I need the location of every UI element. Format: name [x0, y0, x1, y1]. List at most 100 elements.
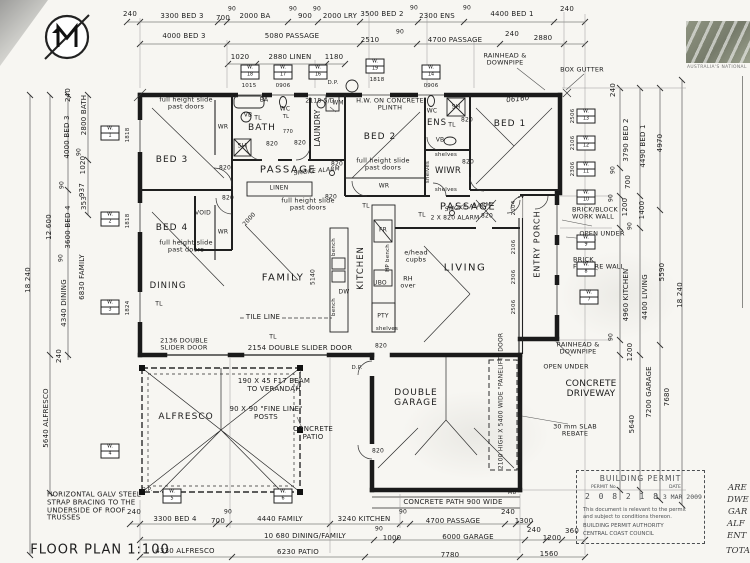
window-size: 1818 [124, 127, 131, 143]
window-prefix: W. [583, 162, 589, 168]
dim: 1200 [626, 342, 635, 362]
title-block-edge [742, 76, 743, 308]
door-size: 820 [460, 116, 474, 124]
window-size: 1824 [124, 300, 131, 316]
window-tag: W.4 [100, 443, 120, 459]
window-tag: W.5 [162, 488, 182, 504]
door-size: 820 [374, 342, 388, 350]
dim: 90 [409, 4, 419, 12]
note-slab-rebate: 30 mm SLAB REBATE [553, 422, 597, 438]
room-label-passage-right: PASSAGE [439, 201, 497, 213]
permit-note: This document is relevant to the permit … [583, 507, 686, 520]
door-size: 820 [221, 194, 235, 202]
note-brick-feature-wall: BRICK FEATURE WALL [573, 255, 625, 271]
window-tag: W.17 [273, 64, 293, 80]
room-label-garage: DOUBLE GARAGE [394, 387, 438, 408]
dim: 2800 BATH [80, 94, 89, 136]
areas-text: ENT [727, 531, 747, 541]
fixture-shelves: shelves [434, 186, 458, 193]
door-size: 820 [480, 212, 494, 220]
window-size: 1818 [124, 213, 131, 229]
dim: 240 [127, 508, 141, 517]
fixture-ubo: UBO [373, 279, 387, 287]
window-tag: W.16 [308, 64, 328, 80]
dim: 7780 [440, 551, 460, 560]
dim: 90 [607, 332, 615, 342]
dim: 4000 BED 3 [162, 32, 206, 41]
dim: 18 240 [24, 267, 33, 293]
window-number: 9 [577, 241, 595, 249]
dim: 2000 LRY [322, 12, 358, 21]
dim: 1020 [230, 53, 250, 62]
dim: 240 [505, 30, 519, 39]
areas-text: ALF [727, 519, 745, 529]
builder-logo-caption: AUSTRALIA'S NATIONAL [687, 65, 747, 70]
window-prefix: W. [583, 262, 589, 268]
note-posts: 90 X 90 "FINE LINE" POSTS [229, 405, 303, 421]
dim: 90 [58, 180, 66, 190]
dim-5140: 5140 [309, 268, 317, 286]
dim: 4490 BED 1 [639, 124, 648, 168]
window-number: 6 [274, 495, 292, 503]
dim: 3240 KITCHEN [337, 515, 391, 524]
fixture-tl: TL [269, 333, 277, 341]
dim: 240 [609, 83, 618, 97]
window-number: 18 [241, 71, 259, 79]
dim: 5640 [628, 414, 637, 434]
note-box-gutter: BOX GUTTER [560, 65, 604, 74]
dim: 6830 FAMILY [78, 254, 87, 300]
dim: 1200 [621, 197, 630, 217]
dim: 900 [298, 12, 312, 21]
dim: 4400 BED 1 [490, 10, 534, 19]
room-label-patio: CONCRETE PATIO [292, 425, 334, 441]
room-label-ens: ENS [426, 118, 448, 129]
glazing-height: 2104 [510, 200, 517, 216]
dim: 1020 [79, 155, 88, 175]
dim: 90 [374, 525, 384, 533]
dim: 2000 BA [239, 12, 271, 21]
window-number: 5 [163, 495, 181, 503]
room-label-kitchen: KITCHEN [356, 246, 367, 290]
dim: 1560 [539, 550, 559, 559]
dim: 2880 [533, 34, 553, 43]
dim: 240 [560, 5, 574, 14]
window-tag: W.1 [100, 125, 120, 141]
builder-logo [686, 21, 750, 63]
window-tag: W.14 [421, 64, 441, 80]
window-prefix: W. [586, 290, 592, 296]
dim: 5590 [658, 262, 667, 282]
window-tag: W.6 [273, 488, 293, 504]
dim: 240 [501, 508, 515, 517]
dim: 3300 BED 4 [153, 515, 197, 524]
glazing-height: 2106 [510, 239, 517, 255]
window-prefix: W. [583, 136, 589, 142]
scan-blotch [400, 390, 550, 480]
window-tag: W.18 [240, 64, 260, 80]
window-number: 3 [101, 306, 119, 314]
note-rainhead-driveway: RAINHEAD & DOWNPIPE [556, 340, 600, 356]
window-prefix: W. [583, 109, 589, 115]
dim: 90 [395, 28, 405, 36]
glazing-height: 2506 [510, 299, 517, 315]
room-label-driveway: CONCRETE DRIVEWAY [565, 378, 617, 399]
fixture-pty: PTY [377, 312, 389, 320]
door-size: 820 [293, 139, 307, 147]
fixture-sh: SH [237, 142, 247, 150]
note-m8: M8 [507, 489, 517, 496]
note-dp: D.P. [351, 364, 363, 371]
window-size: 2306 [569, 161, 576, 177]
dim: 90 [462, 4, 472, 12]
dim: 90 [626, 221, 634, 231]
door-size: 820 [461, 158, 475, 166]
fixture-tl: TL [282, 114, 290, 121]
dim: 5080 PASSAGE [264, 32, 320, 41]
fixture-shelves: shelves [375, 325, 399, 332]
window-size: 2106 [569, 135, 576, 151]
room-label-living: LIVING [443, 262, 487, 274]
fixture-tl-ens: TL [448, 121, 456, 129]
window-prefix: W. [169, 489, 175, 495]
dim: 6230 PATIO [277, 548, 319, 557]
door-size: 820 [330, 160, 344, 168]
dim: 3790 BED 2 [622, 118, 631, 162]
